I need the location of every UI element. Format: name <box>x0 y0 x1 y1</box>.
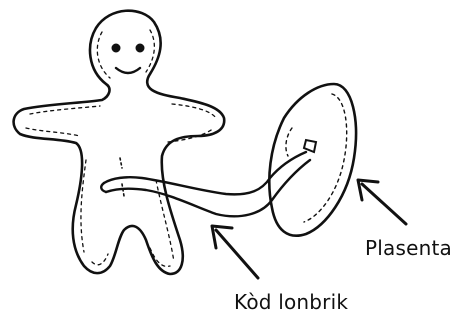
left-eye <box>113 45 119 51</box>
placenta <box>269 84 356 236</box>
umbilical-cord-label: Kòd lonbrik <box>234 290 348 314</box>
placenta-label: Plasenta <box>365 236 452 260</box>
mouth <box>116 68 140 73</box>
cord-attachment <box>304 140 316 152</box>
placenta-arrow <box>358 180 406 224</box>
right-eye <box>137 45 143 51</box>
placenta-rim <box>304 94 347 222</box>
placenta-inner-mark <box>286 128 292 156</box>
baby-stitching <box>26 30 216 266</box>
cord-arrow <box>212 226 258 278</box>
baby-figure <box>14 11 225 274</box>
umbilical-cord <box>101 140 316 216</box>
cord-end-cap <box>101 183 106 192</box>
